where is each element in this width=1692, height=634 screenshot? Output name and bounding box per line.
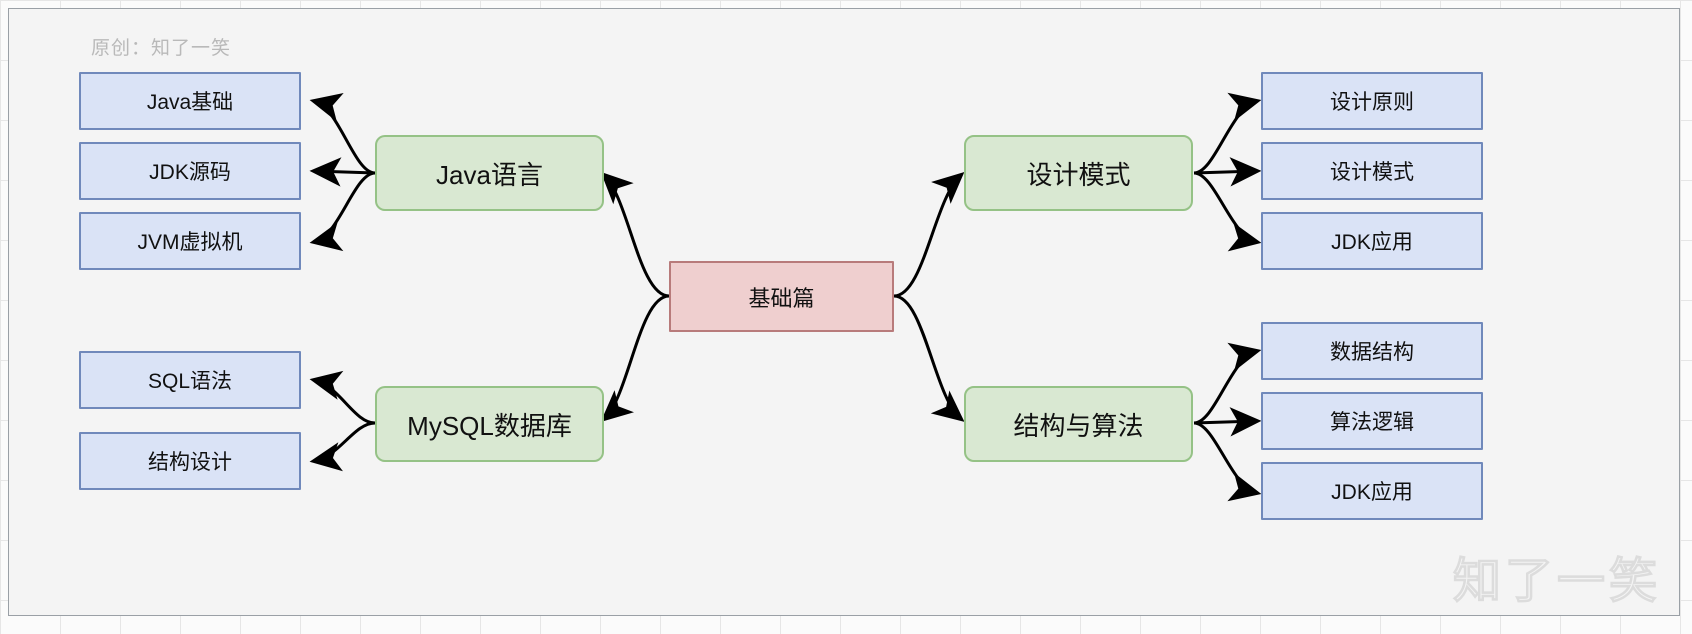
- leaf-algorithm-logic[interactable]: 算法逻辑: [1261, 392, 1483, 450]
- edge-mysql-to-sql-syntax: [309, 370, 376, 425]
- leaf-label: 设计模式: [1330, 161, 1414, 184]
- root-node-fundamentals[interactable]: 基础篇: [669, 261, 894, 332]
- edge-java-to-jvm: [309, 171, 376, 252]
- branch-label: 结构与算法: [1013, 410, 1144, 441]
- edge-root-to-algorithms: [893, 294, 965, 422]
- diagram-canvas: 原创：知了一笑: [8, 8, 1680, 616]
- origin-credit-note: 原创：知了一笑: [91, 38, 232, 59]
- leaf-sql-syntax[interactable]: SQL语法: [79, 351, 301, 409]
- leaf-label: Java基础: [146, 91, 234, 114]
- leaf-design-principles[interactable]: 设计原则: [1261, 72, 1483, 130]
- leaf-label: JDK应用: [1331, 231, 1413, 254]
- leaf-label: SQL语法: [147, 370, 233, 393]
- leaf-label: JDK源码: [149, 161, 231, 184]
- leaf-label: 数据结构: [1330, 341, 1414, 364]
- root-label: 基础篇: [748, 285, 815, 311]
- leaf-label: JDK应用: [1331, 481, 1413, 504]
- branch-structures-algorithms[interactable]: 结构与算法: [964, 386, 1193, 462]
- leaf-java-basics[interactable]: Java基础: [79, 72, 301, 130]
- edge-algo-to-algorithm-logic: [1193, 407, 1262, 437]
- edge-mysql-to-schema-design: [309, 421, 376, 472]
- edge-design-to-patterns: [1193, 157, 1262, 187]
- edge-root-to-mysql: [600, 294, 670, 422]
- branch-label: MySQL数据库: [407, 410, 572, 441]
- leaf-jdk-source[interactable]: JDK源码: [79, 142, 301, 200]
- watermark: 知了一笑: [1452, 555, 1661, 609]
- leaf-jvm[interactable]: JVM虚拟机: [79, 212, 301, 270]
- leaf-jdk-usage-algo[interactable]: JDK应用: [1261, 462, 1483, 520]
- edge-root-to-java: [600, 171, 670, 298]
- branch-design-patterns[interactable]: 设计模式: [964, 135, 1193, 211]
- leaf-label: 结构设计: [148, 451, 232, 474]
- edge-root-to-design-patterns: [893, 172, 965, 298]
- branch-mysql-database[interactable]: MySQL数据库: [375, 386, 604, 462]
- branch-label: Java语言: [436, 159, 543, 190]
- edge-java-to-java-basics: [309, 93, 376, 175]
- leaf-label: 算法逻辑: [1330, 411, 1414, 434]
- leaf-label: 设计原则: [1330, 91, 1414, 114]
- leaf-data-structures[interactable]: 数据结构: [1261, 322, 1483, 380]
- edge-algo-to-jdk-usage: [1193, 421, 1262, 502]
- edge-design-to-principles: [1193, 92, 1262, 175]
- branch-java-language[interactable]: Java语言: [375, 135, 604, 211]
- leaf-jdk-usage-design[interactable]: JDK应用: [1261, 212, 1483, 270]
- leaf-schema-design[interactable]: 结构设计: [79, 432, 301, 490]
- edge-design-to-jdk-usage: [1193, 171, 1262, 252]
- leaf-label: JVM虚拟机: [137, 231, 243, 254]
- edge-algo-to-data-structures: [1193, 342, 1262, 425]
- leaf-design-patterns[interactable]: 设计模式: [1261, 142, 1483, 200]
- branch-label: 设计模式: [1026, 159, 1131, 190]
- edge-java-to-jdk-source: [309, 157, 376, 187]
